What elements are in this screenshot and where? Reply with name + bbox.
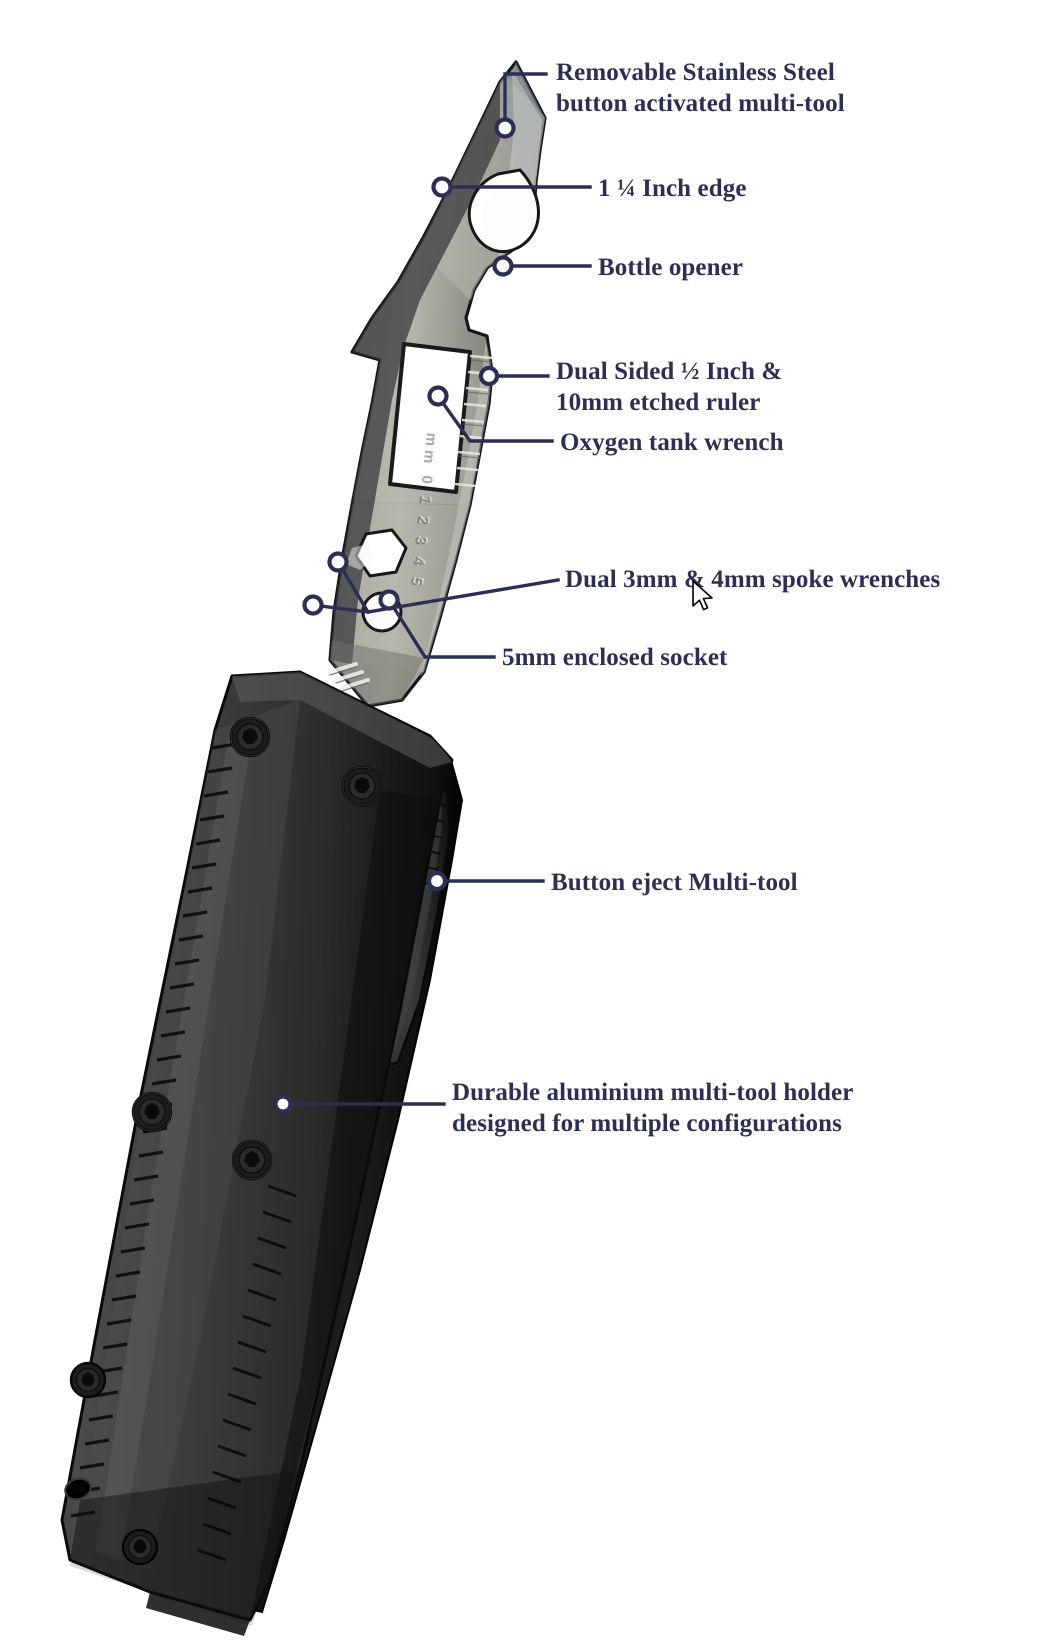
- callout-spoke-wrenches: Dual 3mm & 4mm spoke wrenches: [565, 566, 941, 593]
- grip-serrations-left: [70, 742, 237, 1518]
- aluminium-holder: [60, 670, 464, 1636]
- callout-removable-multi-tool: Removable Stainless Steel button activat…: [556, 59, 845, 117]
- multi-tool-blade: mm 0 1 2 3 4 5 mm 0 1 2 3 4 5: [328, 60, 547, 708]
- callout-inch-edge: 1 ¼ Inch edge: [598, 175, 747, 202]
- callout-oxygen-tank-wrench: Oxygen tank wrench: [560, 429, 784, 456]
- brand-emboss: [328, 662, 370, 692]
- callout-enclosed-socket: 5mm enclosed socket: [502, 644, 728, 671]
- grip-serrations-right: [197, 1184, 297, 1562]
- callout-button-eject: Button eject Multi-tool: [551, 869, 798, 896]
- callout-etched-ruler: Dual Sided ½ Inch & 10mm etched ruler: [556, 358, 783, 416]
- callout-bottle-opener: Bottle opener: [598, 254, 744, 281]
- callout-aluminium-holder: Durable aluminium multi-tool holder desi…: [452, 1079, 854, 1137]
- lanyard-hole: [64, 1477, 92, 1501]
- torx-screws: [69, 716, 383, 1566]
